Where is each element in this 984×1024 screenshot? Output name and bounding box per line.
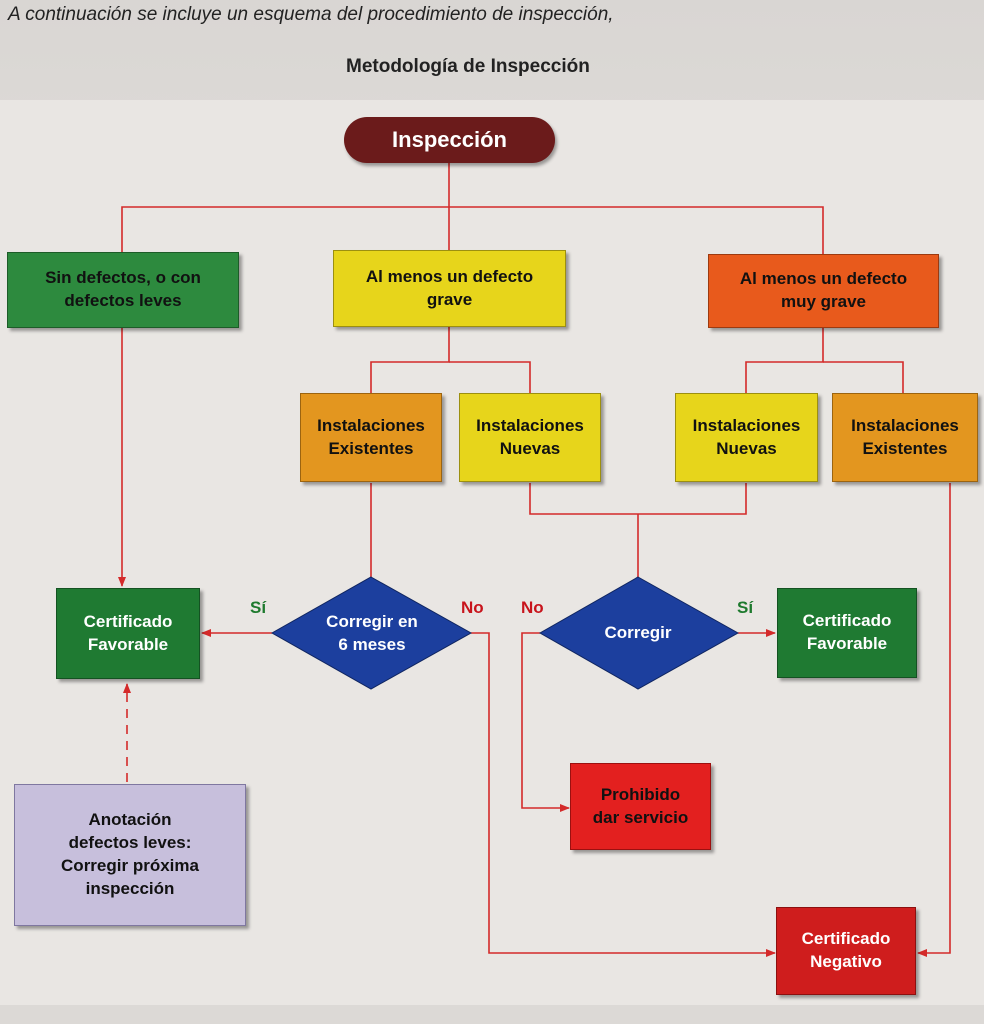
diagram-title: Metodología de Inspección bbox=[346, 56, 590, 77]
connector-nuevas-merge bbox=[529, 483, 747, 515]
instalaciones-nuevas-node-1: Instalaciones Nuevas bbox=[459, 393, 601, 482]
corregir-6-meses-label: Corregir en 6 meses bbox=[326, 612, 418, 654]
instalaciones-nuevas-node-2: Instalaciones Nuevas bbox=[675, 393, 818, 482]
instalaciones-existentes-node-2: Instalaciones Existentes bbox=[832, 393, 978, 482]
connector-muygrave-split bbox=[745, 328, 824, 393]
defecto-muy-grave-node: Al menos un defecto muy grave bbox=[708, 254, 939, 328]
connector-corregir6-no bbox=[471, 632, 776, 957]
anotacion-defectos-leves-node: Anotación defectos leves: Corregir próxi… bbox=[14, 784, 246, 926]
prohibido-dar-servicio-node: Prohibido dar servicio bbox=[570, 763, 711, 850]
connector-corregir-no bbox=[521, 632, 570, 812]
defecto-grave-node: Al menos un defecto grave bbox=[333, 250, 566, 327]
certificado-favorable-node-1: Certificado Favorable bbox=[56, 588, 200, 679]
diamond-corregir bbox=[538, 576, 740, 690]
certificado-negativo-node: Certificado Negativo bbox=[776, 907, 916, 995]
connector-muygrave-existentes bbox=[823, 361, 904, 393]
intro-text: A continuación se incluye un esquema del… bbox=[8, 4, 614, 25]
no-label-right: No bbox=[521, 598, 544, 617]
corregir-label: Corregir bbox=[604, 622, 672, 642]
inspeccion-node: Inspección bbox=[344, 117, 555, 163]
sin-defectos-node: Sin defectos, o con defectos leves bbox=[7, 252, 239, 328]
certificado-favorable-node-2: Certificado Favorable bbox=[777, 588, 917, 678]
diamond-corregir-6-meses bbox=[270, 576, 473, 690]
connector-top-bus bbox=[121, 206, 824, 254]
instalaciones-existentes-node-1: Instalaciones Existentes bbox=[300, 393, 442, 482]
no-label-left: No bbox=[461, 598, 484, 617]
si-label-right: Sí bbox=[737, 598, 754, 617]
connector-existentes2-negativo bbox=[917, 483, 951, 957]
connector-grave-split bbox=[370, 327, 450, 393]
connector-grave-nuevas bbox=[449, 361, 531, 393]
si-label-left: Sí bbox=[250, 598, 267, 617]
